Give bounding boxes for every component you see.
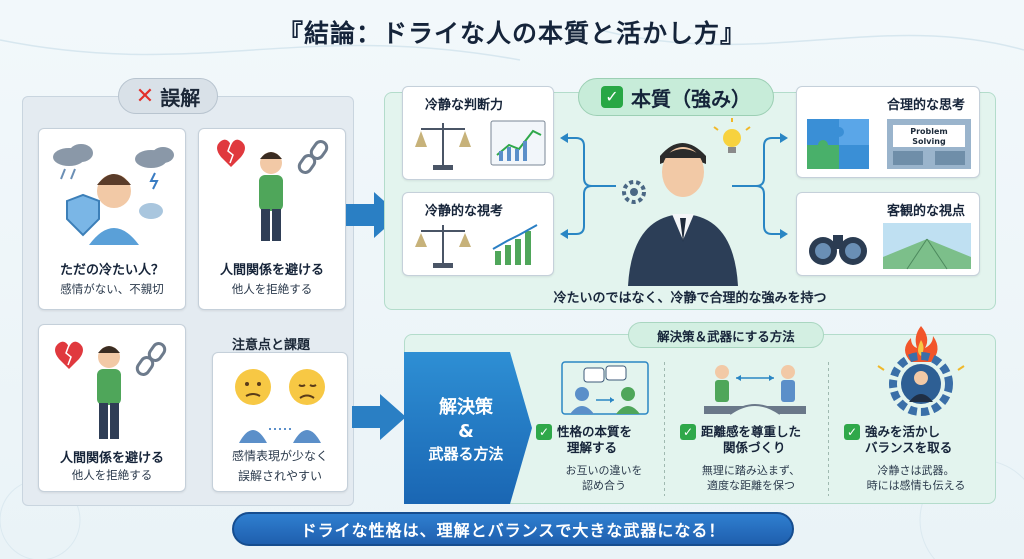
divider	[664, 362, 665, 496]
solution-main-label: 解決策 & 武器る方法	[404, 356, 528, 504]
essence-card-view: 冷静的な視考	[402, 192, 554, 276]
step-3-title: ✓ 強みを活かし バランスを取る	[844, 424, 952, 457]
essence-card-objective: 客観的な視点	[796, 192, 980, 276]
caution-card: 感情表現が少なく 誤解されやすい	[212, 352, 348, 492]
solution-main-line2: &	[458, 420, 474, 442]
essence-card-title: 冷静的な視考	[425, 204, 504, 219]
conclusion-banner: ドライな性格は、理解とバランスで大きな武器になる！	[232, 512, 794, 546]
step-2-title: ✓ 距離感を尊重した 関係づくり	[680, 424, 801, 457]
solution-arrow-shape	[404, 352, 532, 504]
communication-people-icon	[561, 361, 649, 415]
essence-card-logic: 合理的な思考 Problem Solving	[796, 86, 980, 178]
misconception-card-cold: ただの冷たい人？ 感情がない、不親切	[38, 128, 186, 310]
misconception-card-sub: 他人を拒絶する	[71, 468, 153, 482]
misconception-badge: ✕ 誤解	[118, 78, 218, 114]
misconception-badge-label: 誤解	[160, 85, 201, 110]
essence-card-title: 客観的な視点	[886, 204, 965, 219]
page-title: 『結論：ドライな人の本質と活かし方』	[277, 19, 746, 48]
essence-caption: 冷たいのではなく、冷静で合理的な強みを持つ	[553, 291, 827, 306]
caution-card-title: 感情表現が少なく	[231, 449, 328, 463]
step-2-sub: 無理に踏み込まず、 適度な距離を保つ	[701, 464, 801, 492]
cautions-label: 注意点と課題	[232, 338, 311, 353]
businessman-icon	[622, 118, 751, 286]
solution-badge: 解決策＆武器にする方法	[628, 322, 824, 348]
essence-card-judgment: 冷静な判断力	[402, 86, 554, 180]
x-mark-icon: ✕	[135, 83, 155, 109]
misconception-card-avoid: 人間関係を避ける 他人を拒絶する	[198, 128, 346, 310]
confused-faces-icon	[235, 369, 325, 443]
binoculars-icon	[809, 223, 971, 270]
scale-and-chart-icon	[415, 224, 538, 268]
misconception-card-title: ただの冷たい人？	[59, 263, 164, 278]
check-icon: ✓	[536, 424, 552, 440]
misconception-card-title: 人間関係を避ける	[59, 451, 164, 466]
step-3-sub: 冷静さは武器。 時には感情も伝える	[866, 464, 966, 492]
misconception-card-sub: 他人を拒絶する	[231, 282, 313, 296]
svg-text:Solving: Solving	[912, 137, 946, 146]
bridge-distance-icon	[704, 365, 806, 415]
connector-arrows	[560, 133, 788, 239]
caution-card-sub: 誤解されやすい	[237, 469, 322, 483]
check-icon: ✓	[601, 86, 623, 108]
lonely-person-illustration-icon	[217, 139, 329, 241]
cold-person-illustration-icon	[53, 144, 174, 245]
arrow-right-icon	[352, 394, 406, 440]
essence-badge: ✓ 本質（強み）	[578, 78, 774, 116]
misconception-card-avoid-2: 人間関係を避ける 他人を拒絶する	[38, 324, 186, 492]
solution-main-line3: 武器る方法	[428, 445, 504, 464]
misconception-card-title: 人間関係を避ける	[219, 263, 324, 278]
problem-solving-text: Problem	[910, 127, 948, 136]
essence-card-title: 冷静な判断力	[425, 98, 504, 113]
lonely-person-illustration-icon	[55, 341, 167, 439]
misconception-card-sub: 感情がない、不親切	[60, 282, 164, 296]
check-icon: ✓	[844, 424, 860, 440]
step-1-title: ✓ 性格の本質を 理解する	[536, 424, 632, 457]
solution-main-line1: 解決策	[439, 396, 493, 418]
step-1-sub: お互いの違いを 認め合う	[565, 464, 643, 492]
essence-card-title: 合理的な思考	[886, 98, 965, 113]
gear-flame-person-icon	[877, 326, 965, 416]
check-icon: ✓	[680, 424, 696, 440]
essence-badge-label: 本質（強み）	[631, 86, 751, 111]
puzzle-icon: Problem Solving	[807, 119, 971, 169]
scale-and-chart-icon	[415, 120, 546, 170]
divider	[828, 362, 829, 496]
